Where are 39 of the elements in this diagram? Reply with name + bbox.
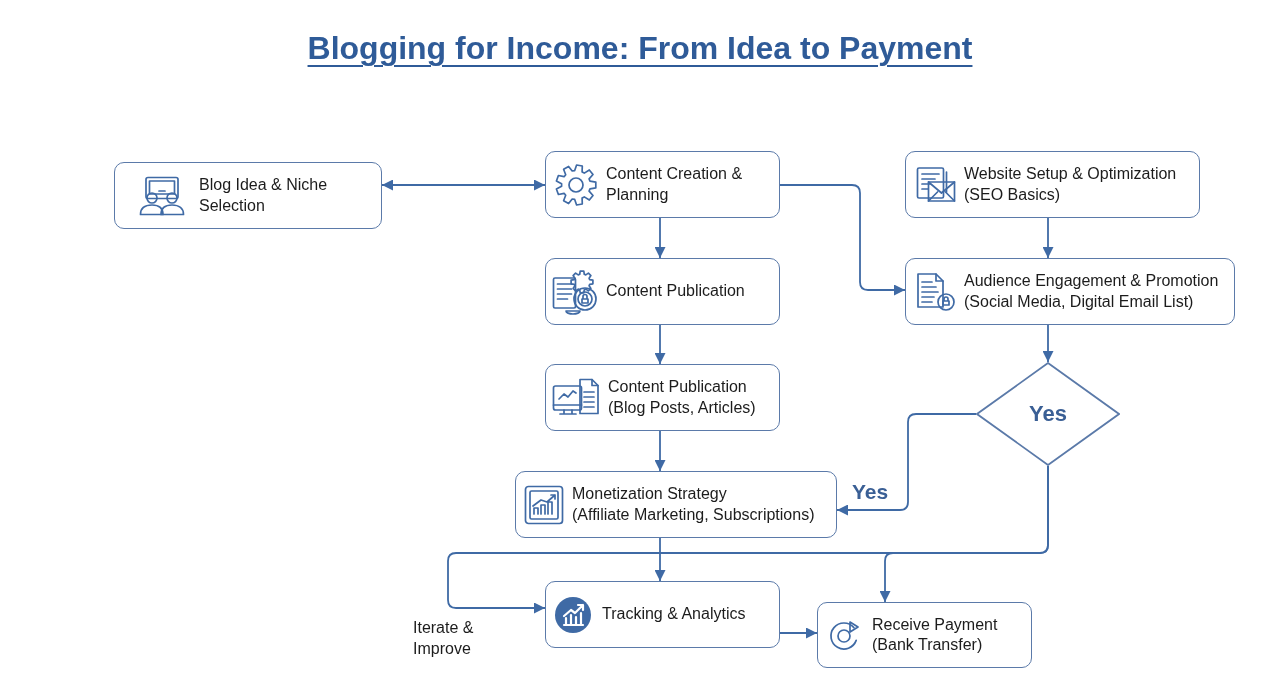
edge-label: Yes — [852, 479, 889, 505]
arrow — [654, 537, 666, 582]
process-box — [905, 151, 1200, 218]
step-details: (Social Media, Digital Email List) — [964, 291, 1194, 312]
process-box — [545, 151, 780, 218]
step-title: Content Publication — [608, 377, 747, 398]
step-details: (Affiliate Marketing, Subscriptions) — [572, 504, 815, 525]
step-title: Monetization Strategy — [572, 484, 727, 505]
double-arrow — [381, 179, 546, 191]
arrow — [879, 465, 1049, 603]
process-box — [114, 162, 382, 229]
step-title: Audience Engagement & Promotion — [964, 271, 1219, 292]
decision-label: Yes — [1029, 401, 1067, 427]
arrow — [779, 184, 906, 296]
decision-diamond — [976, 362, 1120, 466]
process-box — [905, 258, 1235, 325]
arrow — [654, 324, 666, 365]
process-box — [545, 364, 780, 431]
step-title: Receive Payment — [872, 614, 998, 635]
process-box — [817, 602, 1032, 668]
diagram-title: Blogging for Income: From Idea to Payment — [307, 30, 973, 67]
arrow — [654, 430, 666, 472]
step-title: Blog Idea & Niche Selection — [199, 175, 329, 216]
arrow — [654, 217, 666, 259]
arrow — [1042, 217, 1054, 259]
step-title: Content Creation & Planning — [606, 164, 744, 205]
step-title: Tracking & Analytics — [602, 604, 746, 625]
step-details: (SEO Basics) — [964, 184, 1060, 205]
step-title: Website Setup & Optimization — [964, 164, 1177, 185]
process-box — [545, 581, 780, 648]
process-box — [545, 258, 780, 325]
step-details: (Bank Transfer) — [872, 635, 983, 655]
arrow — [836, 413, 977, 516]
edge-label: Iterate & Improve — [413, 618, 475, 659]
arrow — [1042, 324, 1054, 363]
step-title: Content Publication — [606, 281, 745, 302]
process-box — [515, 471, 837, 538]
arrow — [779, 627, 818, 639]
step-details: (Blog Posts, Articles) — [608, 397, 756, 418]
